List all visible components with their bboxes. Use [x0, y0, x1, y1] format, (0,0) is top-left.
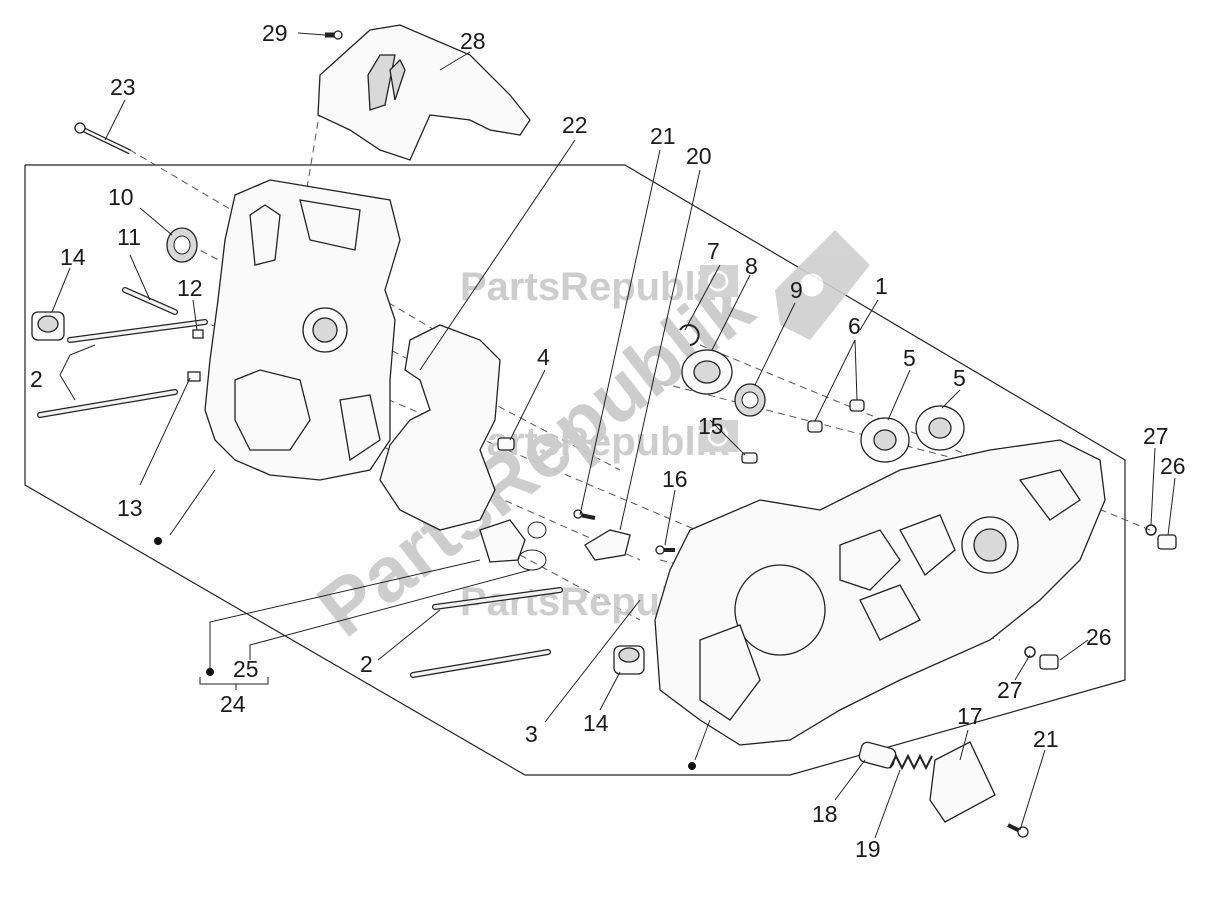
callout-17: 17 — [957, 703, 983, 729]
part-bearing-8 — [681, 349, 733, 395]
gear-badge-icon-2 — [700, 420, 738, 452]
part-screw-21b — [1007, 823, 1029, 838]
part-washer-27a — [1145, 524, 1157, 536]
callout-2-lower: 2 — [360, 651, 373, 677]
part-gasket-22 — [379, 324, 501, 531]
part-circlip-7 — [679, 324, 700, 346]
part-dowel-6a — [849, 399, 865, 412]
part-spring-19 — [889, 753, 933, 771]
callout-26-lower: 26 — [1086, 624, 1112, 650]
reference-dot-1 — [154, 537, 162, 545]
callout-25: 25 — [233, 656, 259, 682]
part-stud-2-bottom — [410, 649, 551, 678]
callout-8: 8 — [745, 253, 758, 279]
watermark-text-1: PartsRepublik — [460, 265, 730, 309]
callout-12: 12 — [177, 275, 203, 301]
callout-labels: 29 28 23 22 21 20 10 11 14 12 7 8 9 1 6 … — [30, 20, 1186, 862]
callout-9: 9 — [790, 277, 803, 303]
gear-logo-icon — [775, 230, 870, 340]
callout-6: 6 — [848, 313, 861, 339]
callout-4: 4 — [537, 344, 550, 370]
callout-22: 22 — [562, 112, 588, 138]
part-crankcase-right — [654, 439, 1106, 746]
callout-15: 15 — [698, 413, 724, 439]
part-screw-21a — [573, 509, 596, 520]
part-stud-2-middle — [432, 587, 563, 610]
part-dowel-4 — [497, 437, 515, 451]
callout-21-upper: 21 — [650, 123, 676, 149]
part-bolt-23 — [74, 122, 132, 155]
part-plug-26a — [1157, 534, 1177, 550]
part-bushing-14a — [31, 311, 65, 341]
callout-29: 29 — [262, 20, 288, 46]
callout-16: 16 — [662, 466, 688, 492]
callout-14-lower: 14 — [583, 710, 609, 736]
part-seal-9 — [734, 383, 766, 417]
assembly-frame — [24, 164, 1126, 776]
part-cover-28 — [317, 24, 531, 161]
reference-dot-2 — [206, 668, 214, 676]
part-plate-17 — [929, 741, 996, 823]
callout-24: 24 — [220, 691, 246, 717]
callout-28: 28 — [460, 28, 486, 54]
part-dowel-13 — [187, 371, 201, 382]
part-pin-15 — [741, 452, 758, 464]
callout-5-right: 5 — [953, 365, 966, 391]
part-seal-10 — [166, 227, 198, 263]
callout-23: 23 — [110, 74, 136, 100]
part-stud-2-upper — [67, 319, 208, 343]
callout-1: 1 — [875, 273, 888, 299]
callout-3: 3 — [525, 721, 538, 747]
reference-dot-3 — [688, 762, 696, 770]
part-washer-27b — [1024, 646, 1036, 658]
part-bracket-20 — [584, 529, 631, 561]
part-crankcase-left — [204, 179, 401, 481]
part-screw-29 — [325, 30, 343, 40]
callout-27-lower: 27 — [997, 677, 1023, 703]
part-bushing-14b — [613, 645, 645, 675]
part-bearing-5a — [860, 417, 910, 463]
callout-10: 10 — [108, 184, 134, 210]
callout-14-upper: 14 — [60, 244, 86, 270]
part-dowel-6b — [807, 420, 823, 433]
callout-19: 19 — [855, 836, 881, 862]
part-dowel-12 — [192, 329, 204, 339]
callout-7: 7 — [707, 238, 720, 264]
callout-11: 11 — [117, 224, 141, 250]
gear-badge-icon-1 — [700, 265, 738, 297]
callout-21-lower: 21 — [1033, 726, 1059, 752]
callout-20: 20 — [686, 143, 712, 169]
callout-27-upper: 27 — [1143, 423, 1169, 449]
callout-26-upper: 26 — [1160, 453, 1186, 479]
part-bearing-5b — [915, 405, 965, 451]
callout-18: 18 — [812, 801, 838, 827]
part-stud-2-lower — [37, 389, 178, 418]
part-fitting-25 — [479, 519, 547, 571]
callout-13: 13 — [117, 495, 143, 521]
callout-2-left: 2 — [30, 366, 43, 392]
part-plug-26b — [1039, 654, 1059, 670]
callout-5-left: 5 — [903, 345, 916, 371]
leader-lines — [51, 32, 1176, 839]
part-screw-16 — [655, 545, 675, 555]
